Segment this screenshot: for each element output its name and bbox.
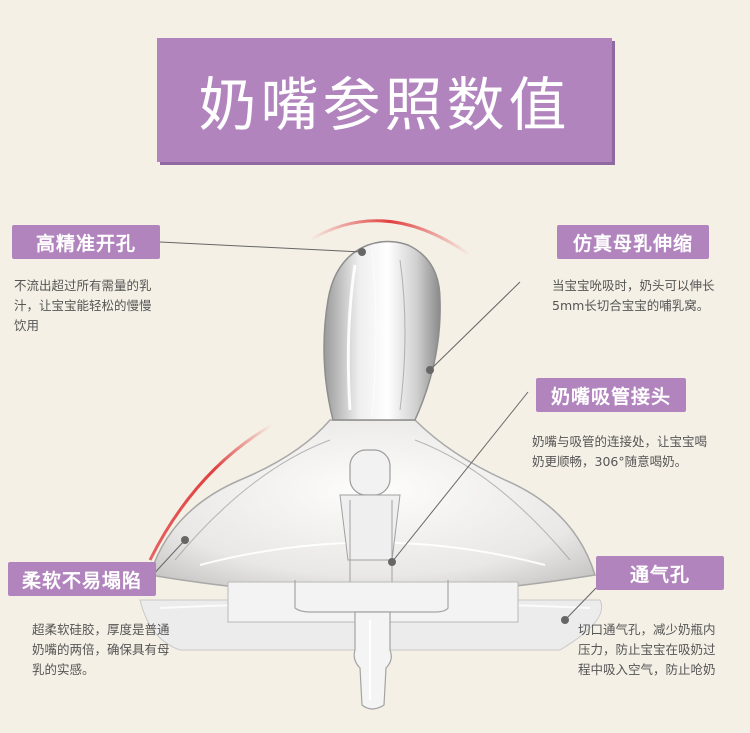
feature-desc-straw-joint: 奶嘴与吸管的连接处，让宝宝喝 奶更顺畅，306°随意喝奶。 [532,432,742,472]
desc-line: 乳的实感。 [32,662,95,677]
feature-label-precise-hole: 高精准开孔 [12,225,160,259]
feature-label-vent: 通气孔 [596,556,724,590]
page-title: 奶嘴参照数值 [198,71,571,139]
desc-line: 超柔软硅胶，厚度是普通 [32,622,170,637]
inner-ring [227,581,519,623]
straw-tube [353,611,392,710]
title-banner: 奶嘴参照数值 [157,38,612,162]
feature-desc-stretch: 当宝宝吮吸时，奶头可以伸长 5mm长切合宝宝的哺乳窝。 [552,276,750,316]
desc-line: 汁，让宝宝能轻松的慢慢 [14,298,152,313]
callout-line-5 [564,587,597,621]
feature-label-straw-joint: 奶嘴吸管接头 [536,378,686,412]
desc-line: 当宝宝吮吸时，奶头可以伸长 [552,278,715,293]
desc-line: 5mm长切合宝宝的哺乳窝。 [552,298,710,313]
feature-label-soft: 柔软不易塌陷 [8,562,156,596]
desc-line: 奶嘴的两倍，确保具有母 [32,642,170,657]
desc-line: 奶更顺畅，306°随意喝奶。 [532,454,688,469]
desc-line: 奶嘴与吸管的连接处，让宝宝喝 [532,434,708,449]
feature-label-stretch: 仿真母乳伸缩 [557,225,709,259]
top-accent-arc [309,219,471,257]
callout-line-1 [159,241,363,253]
desc-line: 不流出超过所有需量的乳 [14,278,152,293]
callout-line-2 [429,281,521,371]
left-accent-arc [148,423,273,561]
feature-desc-precise-hole: 不流出超过所有需量的乳 汁，让宝宝能轻松的慢慢 饮用 [14,276,184,336]
desc-line: 饮用 [14,318,40,333]
feature-desc-vent: 切口通气孔，减少奶瓶内 压力，防止宝宝在吸奶过 程中吸入空气，防止呛奶 [578,620,748,680]
feature-desc-soft: 超柔软硅胶，厚度是普通 奶嘴的两倍，确保具有母 乳的实感。 [32,620,182,680]
desc-line: 程中吸入空气，防止呛奶 [578,662,716,677]
straw-connector [349,449,391,496]
nipple-tip [323,240,441,421]
desc-line: 切口通气孔，减少奶瓶内 [578,622,716,637]
desc-line: 压力，防止宝宝在吸奶过 [578,642,716,657]
callout-line-3 [391,391,529,563]
